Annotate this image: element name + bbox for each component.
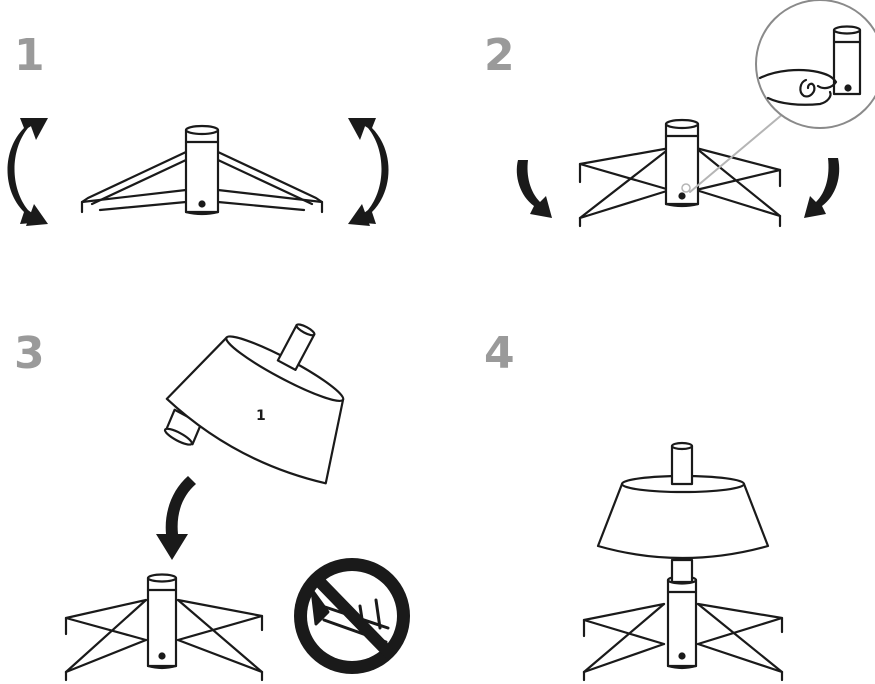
assembled-stand xyxy=(582,441,784,682)
detail-magnifier xyxy=(755,0,875,129)
step-2-illustration xyxy=(516,0,875,228)
step-1-number: 1 xyxy=(14,30,45,81)
rotate-arrow-icon xyxy=(348,118,389,226)
reservoir-part xyxy=(163,323,345,485)
tree-stand-unfolded xyxy=(578,118,782,228)
step-4-illustration xyxy=(582,441,784,682)
tree-stand xyxy=(64,573,264,682)
step-2-number: 2 xyxy=(484,30,515,81)
step-3-number: 3 xyxy=(14,328,45,379)
pointing-finger-icon xyxy=(758,68,838,106)
step-3-illustration: 1 xyxy=(64,323,410,682)
detail-pointer-line xyxy=(689,107,791,193)
down-curve-arrow-icon xyxy=(516,160,552,218)
tree-stand-folded xyxy=(80,124,324,216)
step-1-illustration xyxy=(7,118,389,226)
down-curve-arrow-icon xyxy=(804,158,840,218)
step-4-number: 4 xyxy=(484,328,515,379)
part-label: 1 xyxy=(256,408,266,424)
detail-target-ring xyxy=(681,183,691,193)
down-arrow-icon xyxy=(156,476,196,560)
prohibited-icon xyxy=(294,558,410,674)
rotate-arrow-icon xyxy=(7,118,48,226)
